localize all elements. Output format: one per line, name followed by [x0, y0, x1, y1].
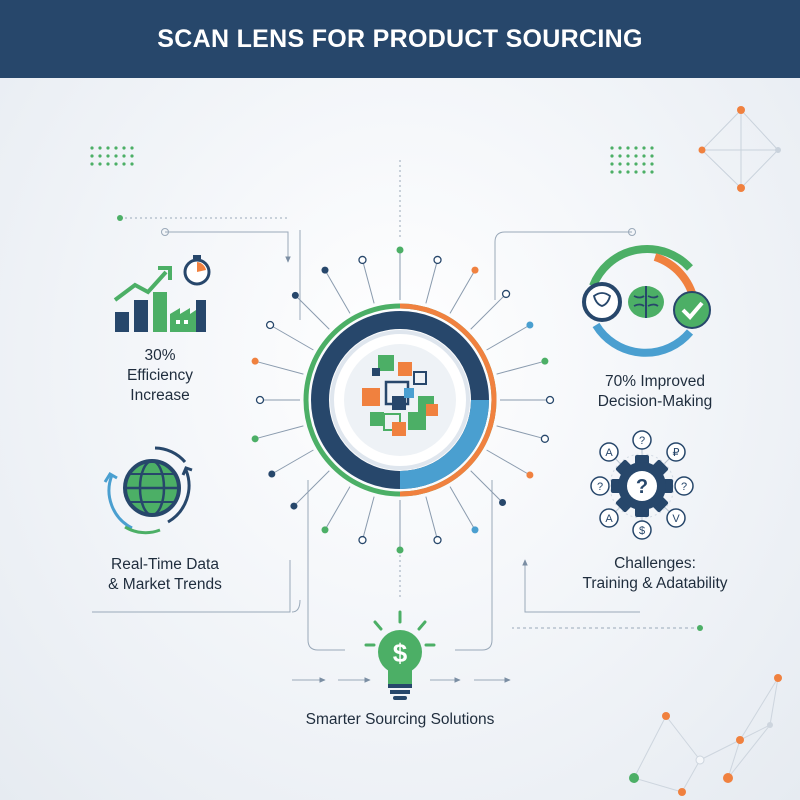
brain-icon — [628, 286, 664, 318]
realtime-line-2: & Market Trends — [108, 576, 222, 593]
spoke-line — [470, 293, 507, 330]
gear-symbol: ? — [636, 476, 648, 498]
bulb-dollar-symbol: $ — [393, 638, 408, 668]
efficiency-label: 30% Efficiency Increase — [100, 346, 220, 406]
spoke-dot — [358, 255, 367, 265]
spoke-line — [324, 486, 351, 531]
spoke-line — [254, 425, 304, 440]
spoke-dot — [255, 395, 265, 405]
spoke-line — [294, 294, 330, 330]
spoke-dot — [265, 320, 275, 330]
gear-question-icon: ? — [609, 453, 675, 519]
spoke-dot — [290, 502, 298, 510]
spoke-line — [324, 269, 351, 314]
spoke-dot — [321, 526, 329, 534]
spoke-line — [361, 259, 375, 304]
network-decoration-top — [701, 109, 779, 189]
header-bar: SCAN LENS FOR PRODUCT SOURCING — [0, 0, 800, 78]
spoke-line — [293, 470, 330, 507]
gear-badge-text: ? — [597, 481, 603, 493]
gear-badge: ? — [632, 430, 652, 486]
spoke-line — [496, 360, 546, 375]
solutions-label: Smarter Sourcing Solutions — [290, 710, 510, 730]
page-title: SCAN LENS FOR PRODUCT SOURCING — [157, 24, 643, 53]
spoke-line — [361, 496, 375, 541]
globe-icon — [103, 446, 193, 535]
spoke-dot — [321, 266, 329, 274]
spoke-line — [486, 324, 531, 351]
gear-badge-text: V — [672, 513, 680, 525]
spoke-line — [269, 324, 314, 351]
solutions-line-1: Smarter Sourcing Solutions — [305, 711, 495, 728]
spoke-dot — [471, 526, 479, 534]
connector-lines — [92, 160, 700, 683]
spoke-dot — [291, 291, 299, 299]
dot-grid-right — [610, 146, 654, 174]
spoke-dot — [541, 357, 549, 365]
spoke-dot — [545, 395, 555, 405]
challenges-line-2: Training & Adatability — [582, 575, 728, 592]
spoke-dot — [358, 535, 367, 545]
scan-lens-icon — [303, 303, 497, 497]
spoke-dot — [501, 289, 511, 299]
spoke-dot — [268, 470, 276, 478]
lightbulb-dollar-icon: $ — [364, 610, 436, 700]
challenges-line-1: Challenges: — [614, 555, 696, 572]
spoke-dot — [433, 255, 442, 265]
spoke-line — [449, 486, 476, 531]
spoke-dot — [396, 546, 404, 554]
efficiency-line-2: Efficiency — [126, 367, 194, 384]
spoke-line — [496, 425, 546, 440]
spoke-line — [254, 360, 304, 375]
spoke-dot — [251, 357, 259, 365]
spoke-line — [425, 259, 439, 304]
stopwatch-icon — [183, 255, 211, 286]
decision-cycle-icon — [582, 245, 698, 357]
network-decoration-bottom — [633, 677, 779, 793]
decision-line-1: 70% Improved — [605, 373, 705, 390]
spoke-dot — [526, 321, 534, 329]
spoke-line — [271, 449, 314, 475]
spoke-line — [449, 269, 476, 314]
radial-spokes — [251, 246, 555, 554]
spoke-dot — [540, 434, 550, 443]
gear-badge-text: ? — [639, 435, 645, 447]
realtime-line-1: Real-Time Data — [111, 556, 219, 573]
gear-badge: ? — [590, 476, 642, 496]
spoke-dot — [526, 471, 534, 479]
factory-icon — [170, 300, 206, 332]
challenges-label: Challenges: Training & Adatability — [555, 554, 755, 594]
efficiency-line-3: Increase — [130, 387, 190, 404]
dot-grid-left — [90, 146, 134, 166]
spoke-line — [425, 496, 439, 541]
check-icon — [673, 291, 711, 329]
gear-badge-text: A — [605, 447, 613, 459]
spoke-line — [470, 470, 503, 503]
spoke-dot — [396, 246, 404, 254]
gear-badge-text: A — [605, 513, 613, 525]
spoke-dot — [471, 266, 479, 274]
efficiency-line-1: 30% — [144, 347, 176, 364]
decision-label: 70% Improved Decision-Making — [570, 372, 740, 412]
spoke-line — [486, 449, 531, 476]
decision-line-2: Decision-Making — [597, 393, 713, 410]
spoke-dot — [499, 499, 507, 507]
gear-badge-text: ₽ — [673, 447, 680, 459]
bar-chart-icon — [113, 266, 172, 332]
realtime-label: Real-Time Data & Market Trends — [80, 555, 250, 595]
gear-badge-text: ? — [681, 481, 687, 493]
gear-badge-text: $ — [639, 525, 645, 537]
spoke-dot — [251, 435, 259, 443]
spoke-dot — [433, 535, 442, 545]
